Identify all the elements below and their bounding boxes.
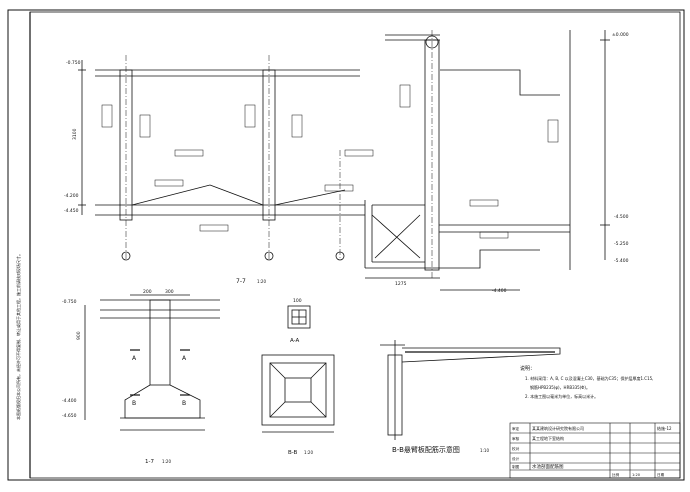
scale-b-b: 1:20 [304,450,313,455]
marker-b-left: B [132,400,136,407]
scale-cantilever: 1:10 [480,448,489,453]
scale-7-7: 1:20 [257,279,266,284]
section-b-b [261,354,335,433]
tb-company: 某某建筑设计研究院有限公司 [532,425,584,431]
dim-1275: 1275 [395,281,407,287]
marker-b-right: B [182,400,186,407]
sheet-border [7,9,685,481]
elev-top-left: -0.750 [66,60,81,66]
elev-right-1: -4.500 [614,214,629,220]
cantilever-slab [380,340,561,440]
dim-300: 300 [165,289,174,295]
notes-line-3: 2. 本施工图以毫米为单位，标高以米计。 [525,393,598,399]
inner-frame [29,11,681,479]
tb-scale: 1:20 [632,473,641,477]
dim-200: 200 [143,289,152,295]
notes-line-1: 1. 材料采用：A, B, C 以及混凝土C30，基础为C35；保护层厚度1.C… [525,375,653,381]
marker-a-left: A [132,355,137,362]
tb-date-label: 日期 [657,472,665,477]
elev-left-b: -4.400 [62,398,77,404]
tb-row-4: 设计 [512,456,520,461]
title-7-7: 7-7 [236,278,246,285]
tb-row-1: 审定 [512,426,520,431]
section-1-7 [84,294,220,431]
tb-row-5: 制图 [512,464,520,469]
tb-project: 某工程地下室结构 [532,435,564,441]
elev-left-a: -0.750 [62,299,77,305]
title-cantilever: B-B悬臂板配筋示意图 [392,445,460,454]
elev-top-right: ±0.000 [612,32,629,38]
title-block [509,422,681,479]
elev-right-3: -5.400 [614,258,629,264]
title-a-a: A-A [290,338,300,344]
side-note: 本图纸版权归本公司所有，未经许可不得复制、转让或用于其他工程。施工前请核对现场尺… [15,252,21,420]
section-7-7 [78,30,610,291]
elev-mid-left-2: -4.450 [64,208,79,214]
marker-a-right: A [182,355,187,362]
elev-bottom-mid: -4.400 [492,288,507,294]
title-b-b: B-B [288,450,298,456]
tb-scale-label: 比例 [612,472,620,477]
dim-3100: 3100 [72,128,78,140]
dim-900: 900 [76,331,82,340]
notes-heading: 说明： [520,365,535,372]
elev-right-2: -5.250 [614,241,629,247]
scale-1-7: 1:20 [162,459,171,464]
tb-code: 结施-12 [657,425,672,431]
tb-row-2: 审核 [512,436,520,441]
elev-left-c: -4.650 [62,413,77,419]
dim-100: 100 [293,298,302,304]
notes-line-2: 钢筋HPB235(φ)，HRB335(Φ)。 [530,384,590,390]
tb-drawing: 水池剖面配筋图 [532,463,564,470]
section-a-a [287,305,311,329]
elev-mid-left-1: -4.200 [64,193,79,199]
grid-bubbles [121,35,439,261]
rebar-tags [101,84,559,239]
title-1-7: 1-7 [145,459,154,465]
tb-row-3: 校对 [512,446,520,451]
